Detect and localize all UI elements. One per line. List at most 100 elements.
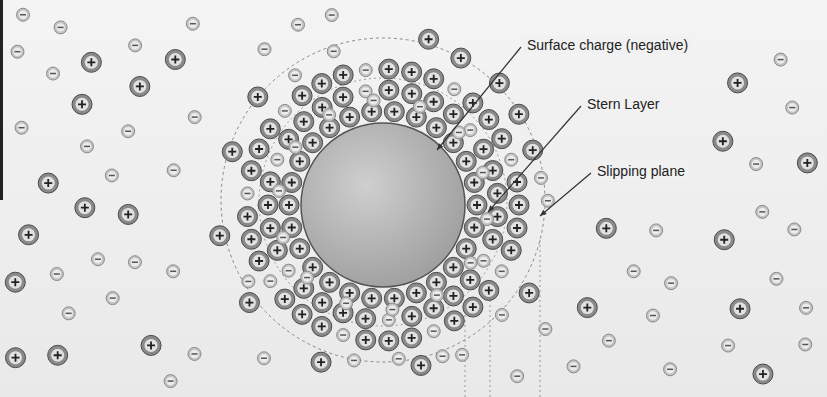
anion-body	[81, 140, 94, 153]
anion-core	[190, 350, 198, 358]
leader-line	[437, 47, 521, 150]
anion-core	[279, 233, 287, 241]
plus-sign	[368, 108, 376, 116]
anion-core	[790, 225, 798, 233]
anion-core	[243, 189, 251, 197]
plus-sign	[449, 292, 457, 300]
cation	[38, 173, 58, 193]
cation	[362, 288, 382, 308]
minus-sign	[192, 116, 198, 118]
anion-core	[724, 341, 732, 349]
cation-body	[118, 204, 138, 224]
cation-body	[402, 306, 422, 326]
minus-sign	[456, 132, 462, 134]
particle	[301, 123, 465, 287]
minus-sign	[244, 193, 250, 195]
minus-sign	[451, 88, 457, 90]
cation-body	[5, 272, 25, 292]
plus-sign	[296, 245, 304, 253]
cation-core	[226, 145, 239, 158]
cation-core	[343, 111, 356, 124]
anion	[47, 67, 60, 80]
cation-body	[248, 87, 268, 107]
anion-body	[456, 348, 469, 361]
minus-sign	[725, 345, 731, 347]
cation-body	[249, 139, 269, 159]
cation-core	[427, 72, 440, 85]
cation-body	[333, 65, 353, 85]
minus-sign	[168, 380, 174, 382]
anion	[301, 271, 314, 284]
cation-core	[382, 334, 395, 347]
anion-core	[479, 257, 487, 265]
anion-body	[105, 169, 118, 182]
plus-sign	[385, 86, 393, 94]
anion-core	[17, 124, 25, 132]
cation	[165, 50, 185, 70]
anion	[242, 275, 255, 288]
cation	[713, 131, 733, 151]
plus-sign	[408, 90, 416, 98]
cation-core	[337, 91, 350, 104]
anion-core	[284, 266, 292, 274]
cation-core	[526, 144, 539, 157]
cation	[379, 331, 399, 351]
cation-core	[427, 95, 440, 108]
cation-core	[405, 331, 418, 344]
cation	[384, 102, 404, 122]
anion-core	[108, 294, 116, 302]
anion-body	[277, 231, 290, 244]
cation-core	[9, 276, 22, 289]
cation-body	[460, 270, 480, 290]
anion	[81, 140, 94, 153]
cation-body	[292, 304, 312, 324]
anion	[481, 213, 494, 226]
cation-body	[483, 229, 503, 249]
anion-core	[388, 305, 396, 313]
minus-sign	[132, 45, 138, 47]
anion	[91, 253, 104, 266]
minus-sign	[343, 303, 349, 305]
anion-body	[392, 352, 405, 365]
cation-body	[210, 226, 230, 246]
cation-core	[512, 108, 525, 121]
cation-core	[430, 276, 443, 289]
cation-core	[315, 77, 328, 90]
anion	[11, 45, 24, 58]
cation-core	[731, 76, 744, 89]
anion	[430, 289, 443, 302]
anion-body	[289, 141, 302, 154]
minus-sign	[371, 100, 377, 102]
anion-body	[50, 268, 63, 281]
plus-sign	[462, 157, 470, 165]
anion	[50, 268, 63, 281]
anion	[664, 363, 677, 376]
anion	[272, 184, 285, 197]
anion-core	[385, 316, 393, 324]
plus-sign	[719, 137, 727, 145]
minus-sign	[132, 261, 138, 263]
cation-body	[797, 153, 817, 173]
plus-sign	[412, 113, 420, 121]
anion-body	[323, 108, 336, 121]
anion	[650, 224, 663, 237]
anion	[756, 205, 769, 218]
plus-sign	[489, 235, 497, 243]
plus-sign	[309, 139, 317, 147]
plus-sign	[432, 124, 440, 132]
anion-body	[664, 363, 677, 376]
anion-body	[386, 303, 399, 316]
cation-core	[716, 135, 729, 148]
anion	[386, 303, 399, 316]
cation-body	[275, 289, 295, 309]
anion	[340, 297, 353, 310]
cation-body	[19, 225, 39, 245]
plus-sign	[346, 289, 354, 297]
cation-body	[279, 195, 299, 215]
anion	[167, 265, 180, 278]
minus-sign	[125, 131, 131, 133]
cation	[356, 309, 376, 329]
cation-core	[22, 228, 35, 241]
anion	[164, 375, 177, 388]
cation-body	[38, 173, 58, 193]
